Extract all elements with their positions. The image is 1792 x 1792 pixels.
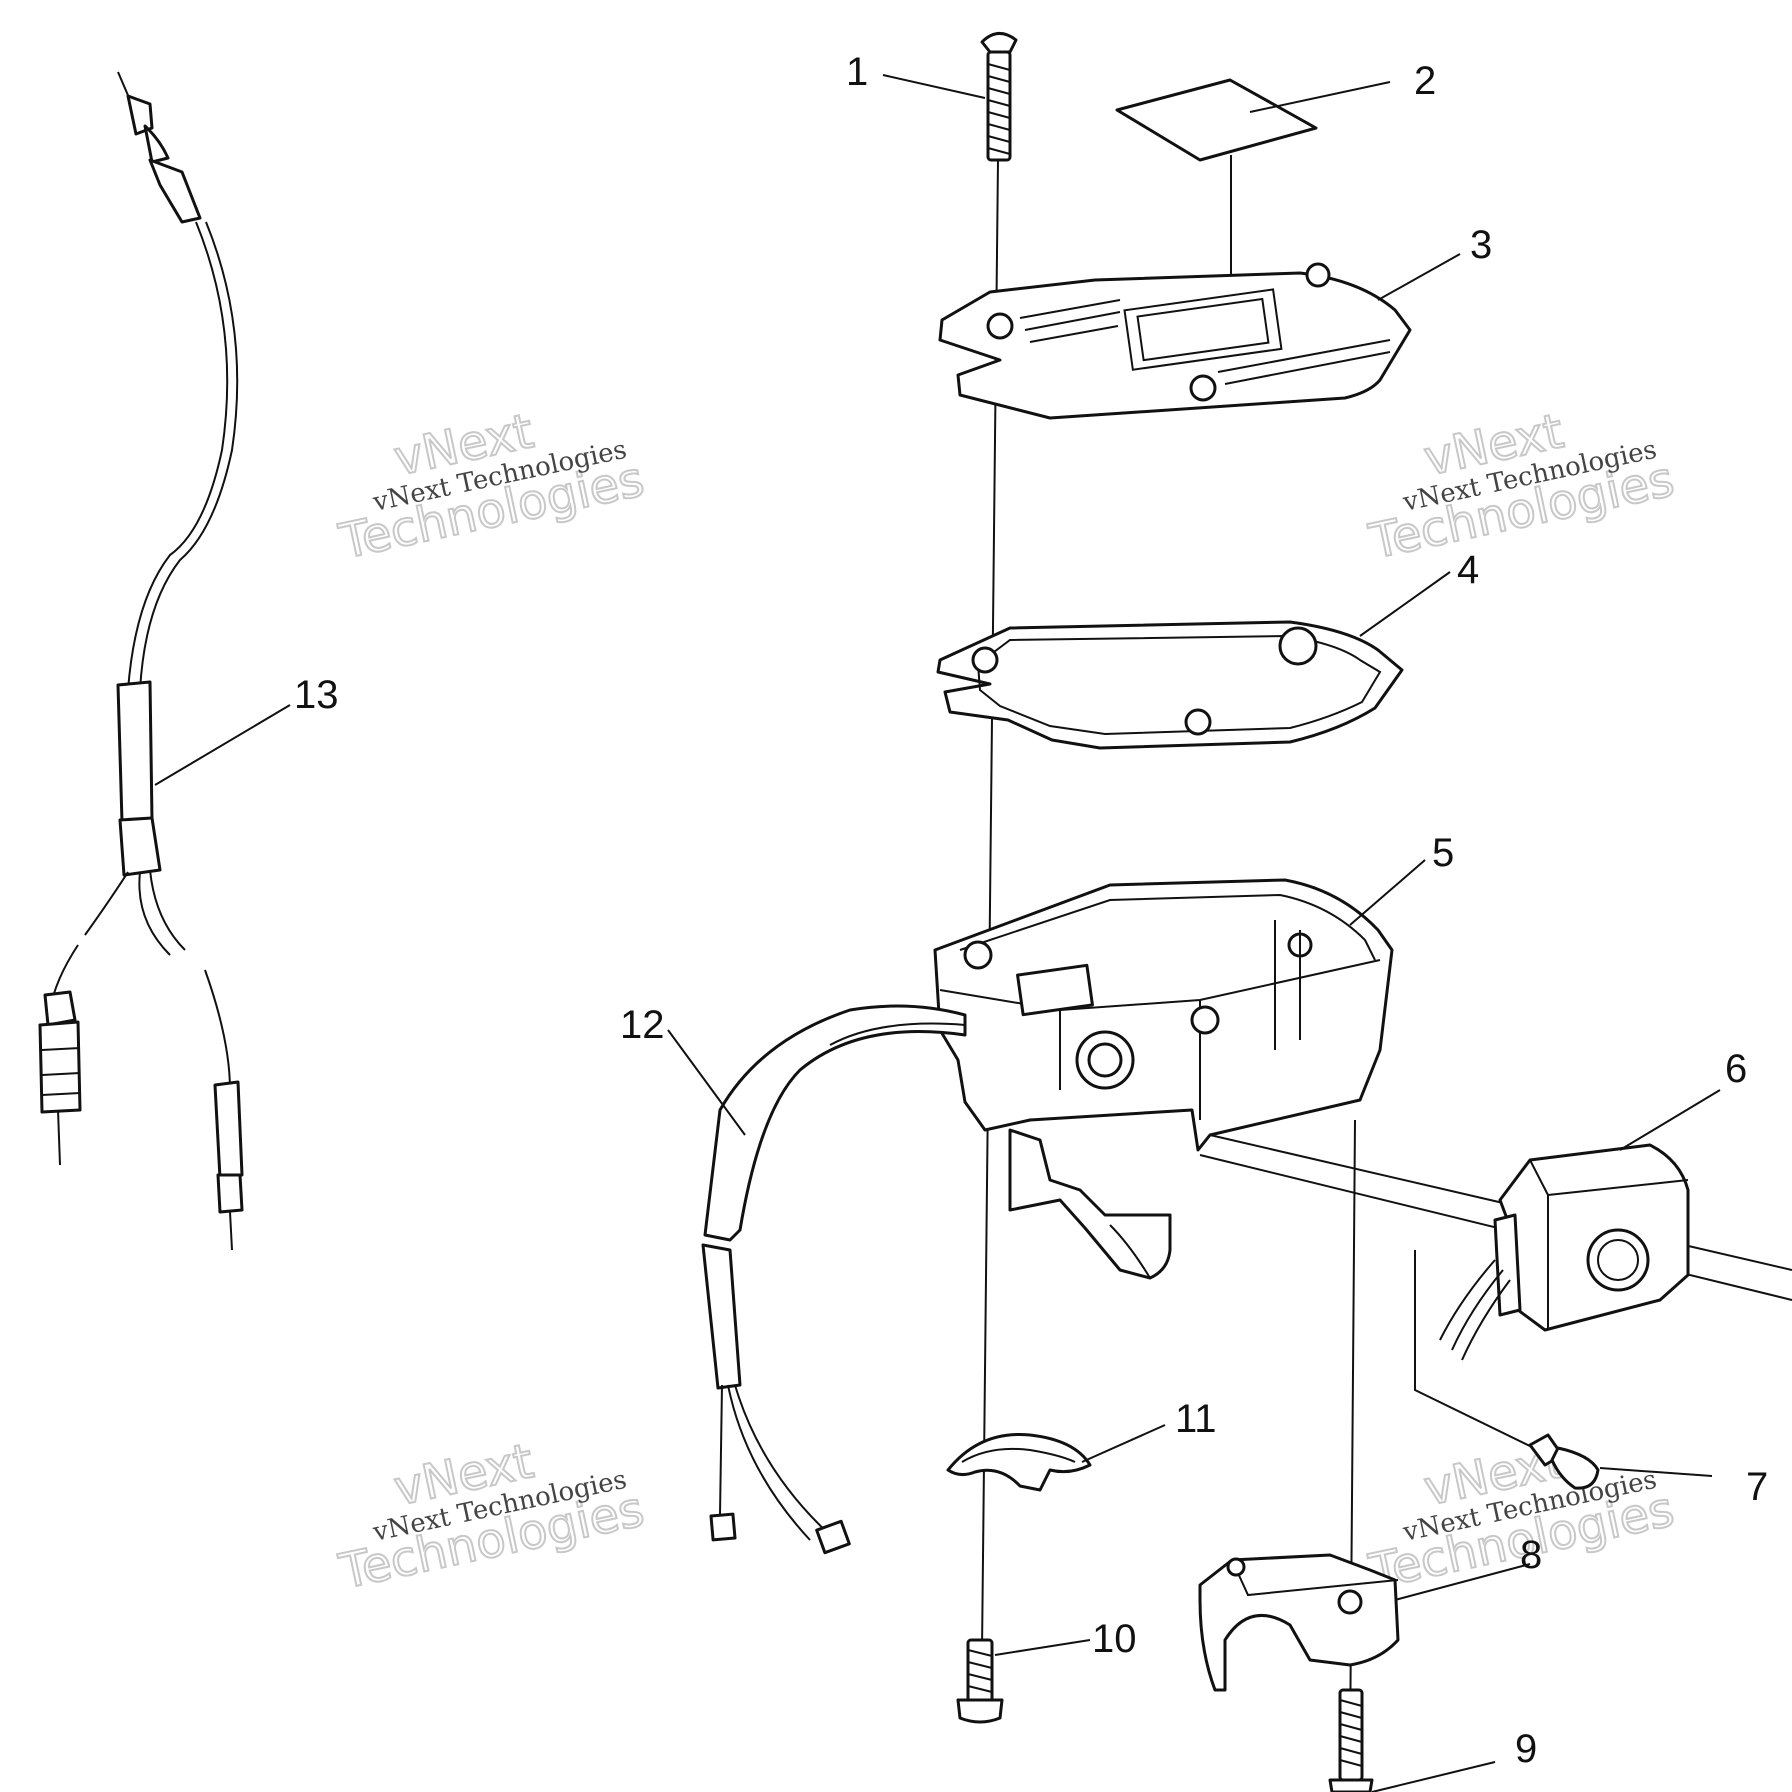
handlebar-line [1199, 1134, 1792, 1301]
leader-lines [154, 74, 1721, 1792]
callout-1: 1 [846, 50, 868, 94]
part-8-clamp [1198, 1553, 1400, 1692]
part-7-bulb [1528, 1433, 1600, 1490]
callout-3: 3 [1470, 223, 1492, 267]
callout-2: 2 [1414, 59, 1436, 103]
callout-5: 5 [1432, 831, 1454, 875]
part-12-wire-harness [701, 1004, 967, 1555]
part-3-cover-plate [938, 262, 1412, 420]
part-6-switch [1414, 1143, 1690, 1451]
part-5-housing [933, 878, 1394, 1280]
callout-8: 8 [1520, 1533, 1542, 1577]
watermark-top-right: vNext Technologies vNext Technologies [1363, 402, 1679, 571]
part-1-screw [980, 32, 1018, 162]
callout-12: 12 [620, 1003, 665, 1047]
callout-6: 6 [1725, 1047, 1747, 1091]
part-2-decal [1115, 78, 1318, 162]
callout-9: 9 [1515, 1727, 1537, 1771]
callout-13: 13 [294, 673, 339, 717]
callout-4: 4 [1457, 548, 1479, 592]
part-11-clip [946, 1432, 1092, 1492]
watermark-bottom-right: vNext Technologies vNext Technologies [1363, 1432, 1679, 1601]
watermark-top-left: vNext Technologies vNext Technologies [333, 402, 649, 571]
part-10-screw [956, 1638, 1004, 1724]
part-9-screw [1328, 1688, 1374, 1792]
watermark-bottom-left: vNext Technologies vNext Technologies [333, 1432, 649, 1601]
part-13-cable [38, 71, 244, 1251]
callout-11: 11 [1175, 1397, 1217, 1441]
axis-line-screw [981, 159, 999, 1651]
callout-labels: 1 2 3 4 5 6 7 8 9 10 11 12 13 [294, 50, 1768, 1771]
callout-7: 7 [1746, 1465, 1768, 1509]
part-4-gasket [936, 620, 1404, 750]
callout-10: 10 [1092, 1617, 1137, 1661]
